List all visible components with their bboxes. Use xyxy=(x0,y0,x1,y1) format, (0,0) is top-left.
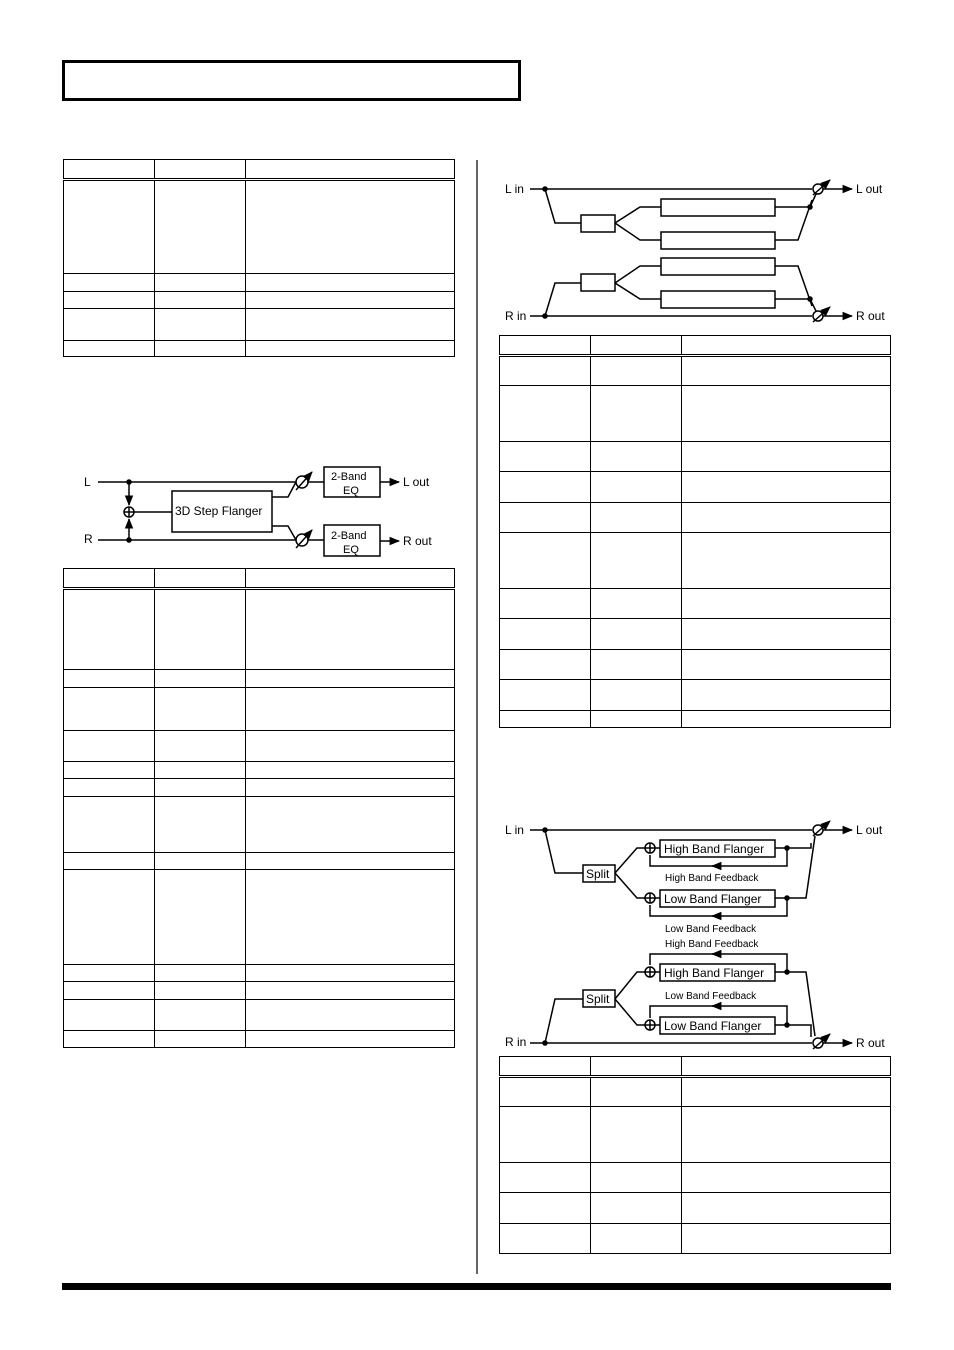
table-row xyxy=(499,471,891,503)
page-footer-bar xyxy=(62,1283,891,1290)
table-row xyxy=(63,588,455,670)
diagram-label-l: L xyxy=(84,475,91,489)
table-row xyxy=(63,669,455,688)
column-divider xyxy=(476,160,478,1274)
eq-label-line2: EQ xyxy=(343,544,359,556)
level-knob-icon xyxy=(812,1037,824,1049)
table-row xyxy=(63,796,455,853)
split-label: Split xyxy=(586,992,610,1006)
output-label-r: R out xyxy=(403,534,432,548)
parameter-table-2 xyxy=(63,568,455,1048)
low-band-flanger-label: Low Band Flanger xyxy=(664,892,761,906)
table-header-row xyxy=(63,159,455,181)
table-row xyxy=(499,1223,891,1254)
table-header-row xyxy=(63,568,455,590)
parameter-table-1 xyxy=(63,159,455,357)
table-row xyxy=(499,1106,891,1163)
table-row xyxy=(499,532,891,589)
eq-label-line1: 2-Band xyxy=(331,471,366,483)
eq-label-line2: EQ xyxy=(343,485,359,497)
table-row xyxy=(499,385,891,442)
table-row xyxy=(63,730,455,762)
table-row xyxy=(63,179,455,274)
diagram-3d-step-flanger: L R 3D Step Flanger 2-Band EQ 2-Band xyxy=(84,466,432,557)
low-band-feedback-label: Low Band Feedback xyxy=(665,991,757,1002)
split-block-upper xyxy=(580,214,616,233)
flanger-block xyxy=(171,490,273,533)
processing-block xyxy=(660,290,776,309)
input-label-r: R in xyxy=(505,1035,526,1049)
table-row xyxy=(499,649,891,680)
high-band-flanger-label: High Band Flanger xyxy=(664,966,764,980)
level-knob-icon xyxy=(812,310,824,322)
output-label-l: L out xyxy=(856,182,883,196)
parameter-table-3 xyxy=(499,335,891,728)
split-label: Split xyxy=(586,867,610,881)
high-band-feedback-label: High Band Feedback xyxy=(665,939,759,950)
table-row xyxy=(499,1076,891,1107)
diagram-multiband-flanger: L in R in Split High Band Flanger Low Ba… xyxy=(505,820,885,1050)
level-knob-icon xyxy=(812,183,824,195)
table-row xyxy=(63,687,455,731)
flanger-block-label: 3D Step Flanger xyxy=(175,504,262,518)
table-row xyxy=(499,1192,891,1224)
output-label-r: R out xyxy=(856,1036,885,1050)
processing-block xyxy=(660,257,776,276)
input-label-r: R in xyxy=(505,309,526,323)
high-band-feedback-label: High Band Feedback xyxy=(665,873,759,884)
table-row xyxy=(499,588,891,619)
parameter-table-4 xyxy=(499,1056,891,1254)
diagram-top-right: L in R in L out R out xyxy=(505,179,885,323)
processing-block xyxy=(660,198,776,217)
output-label-r: R out xyxy=(856,309,885,323)
table-row xyxy=(63,1030,455,1048)
high-band-flanger-label: High Band Flanger xyxy=(664,842,764,856)
level-knob-icon xyxy=(812,824,824,836)
table-row xyxy=(499,710,891,728)
input-label-l: L in xyxy=(505,823,524,837)
table-row xyxy=(63,778,455,797)
low-band-feedback-label: Low Band Feedback xyxy=(665,924,757,935)
output-label-l: L out xyxy=(403,475,430,489)
table-header-row xyxy=(499,1056,891,1078)
input-label-l: L in xyxy=(505,182,524,196)
output-label-l: L out xyxy=(856,823,883,837)
table-row xyxy=(499,679,891,711)
table-row xyxy=(499,355,891,386)
table-row xyxy=(63,761,455,779)
table-row xyxy=(499,1162,891,1193)
page-header-box xyxy=(62,60,521,101)
eq-label-line1: 2-Band xyxy=(331,530,366,542)
table-row xyxy=(63,869,455,965)
low-band-flanger-label: Low Band Flanger xyxy=(664,1019,761,1033)
split-block-lower xyxy=(580,273,616,292)
table-header-row xyxy=(499,335,891,357)
processing-block xyxy=(660,231,776,250)
table-row xyxy=(63,999,455,1031)
table-row xyxy=(63,340,455,357)
diagram-label-r: R xyxy=(84,532,93,546)
